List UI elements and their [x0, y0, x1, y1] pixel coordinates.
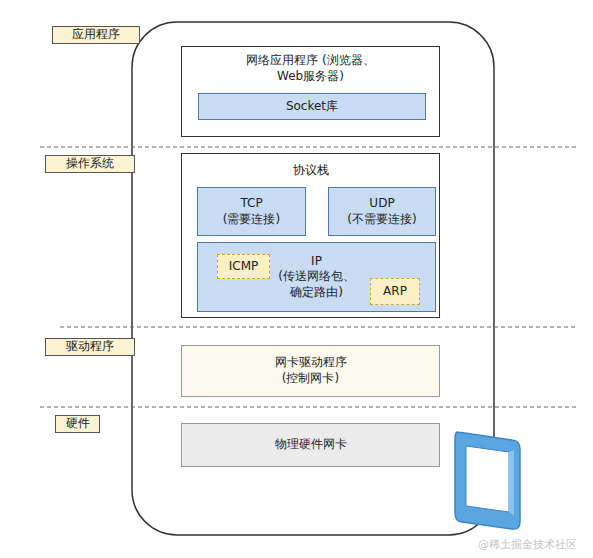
node-text: 物理硬件网卡	[275, 437, 347, 453]
monitor-icon	[455, 432, 520, 529]
node-text: 驱动程序	[66, 339, 114, 355]
library-box: Socket库	[198, 93, 426, 120]
node-text: 操作系统	[66, 156, 114, 172]
application-box: 网络应用程序 (浏览器、Web服务器) Socket库	[181, 46, 440, 137]
protocol-stack-box: 协议栈 TCP (需要连接) UDP (不需要连接) IP (传送网络包、 确定路由)…	[181, 153, 440, 318]
watermark: @稀土掘金技术社区	[478, 537, 577, 552]
layer-divider	[40, 406, 578, 407]
node-text: 网卡驱动程序 (控制网卡)	[256, 355, 366, 386]
protocol-box: IP (传送网络包、 确定路由) ICMP ARP	[197, 242, 436, 312]
layer-label: 操作系统	[45, 155, 135, 173]
node-text: Socket库	[286, 99, 338, 115]
node-text: UDP (不需要连接)	[340, 196, 425, 227]
protocol-box: TCP (需要连接)	[197, 187, 306, 236]
layer-label: 应用程序	[52, 26, 140, 44]
sub-protocol-box: ICMP	[217, 254, 270, 279]
computer-outline	[132, 22, 494, 535]
node-text: 协议栈	[293, 163, 329, 179]
protocol-box: UDP (不需要连接)	[328, 187, 436, 236]
layer-divider	[40, 146, 578, 147]
layer-label: 驱动程序	[45, 338, 135, 356]
sub-protocol-box: ARP	[370, 278, 420, 305]
hardware-box: 物理硬件网卡	[181, 423, 440, 467]
node-text: TCP (需要连接)	[212, 196, 292, 227]
node-text: 网络应用程序 (浏览器、Web服务器)	[236, 53, 386, 84]
driver-box: 网卡驱动程序 (控制网卡)	[181, 345, 440, 397]
node-text: 硬件	[66, 416, 90, 432]
layer-divider	[60, 326, 578, 327]
layer-label: 硬件	[55, 415, 100, 433]
node-text: IP (传送网络包、 确定路由)	[274, 254, 360, 301]
node-text: ARP	[383, 284, 407, 300]
node-text: ICMP	[229, 259, 259, 275]
node-text: 应用程序	[72, 27, 120, 43]
